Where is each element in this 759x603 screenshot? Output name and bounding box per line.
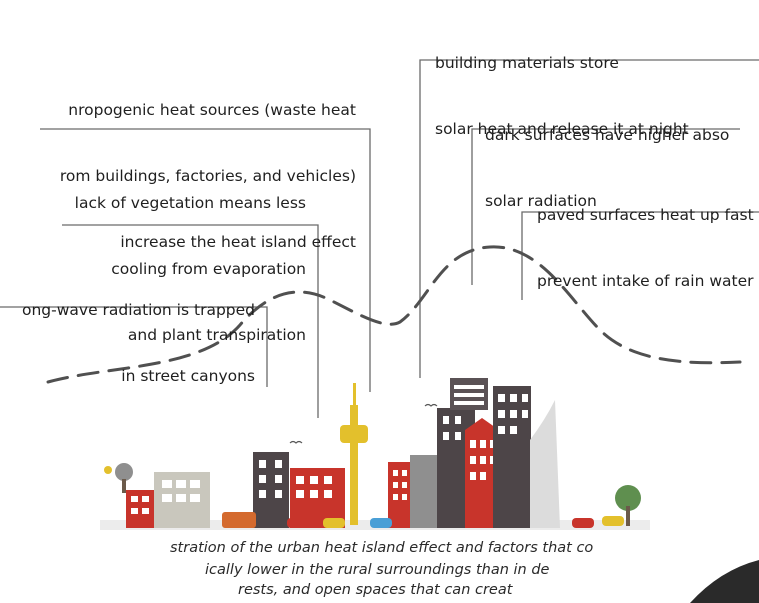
tram — [222, 512, 256, 528]
leader-line-longwave — [0, 306, 268, 387]
label-anthropogenic-line1: nropogenic heat sources (waste heat — [68, 101, 356, 119]
caption-line2: ically lower in the rural surroundings t… — [205, 562, 550, 578]
tree-left — [115, 463, 133, 481]
label-paved-line2: prevent intake of rain water — [537, 272, 754, 290]
caption-line1: stration of the urban heat island effect… — [170, 540, 594, 556]
car-1 — [287, 518, 309, 528]
bird-2 — [424, 403, 438, 407]
leader-lines — [0, 59, 759, 418]
caption-line3: rests, and open spaces that can creat — [238, 582, 513, 598]
label-materials-line2: solar heat and release it at night — [435, 120, 689, 138]
car-2 — [323, 518, 345, 528]
label-longwave-line1: ong-wave radiation is trapped — [22, 301, 255, 319]
building-red-2 — [388, 462, 412, 528]
label-vegetation-line1: lack of vegetation means less — [74, 194, 306, 212]
label-anthropogenic-line2: rom buildings, factories, and vehicles) — [59, 167, 356, 185]
label-anthropogenic: nropogenic heat sources (waste heat rom … — [40, 55, 356, 275]
label-materials: building materials store solar heat and … — [435, 8, 689, 162]
car-3 — [370, 518, 392, 528]
label-longwave: ong-wave radiation is trapped in street … — [0, 255, 255, 409]
temperature-curve — [46, 245, 742, 384]
leader-line-anthropogenic — [40, 128, 371, 392]
building-light-curved — [530, 400, 560, 528]
corner-arc — [690, 560, 759, 603]
city-illustration — [100, 378, 650, 530]
leader-line-paved — [521, 211, 759, 300]
label-vegetation-line3: and plant transpiration — [127, 326, 306, 344]
tv-tower — [350, 405, 358, 525]
leader-line-vegetation — [62, 224, 319, 418]
label-longwave-line2: in street canyons — [121, 367, 255, 385]
tree-right — [615, 485, 641, 511]
label-paved-line1: paved surfaces heat up fast — [537, 206, 754, 224]
label-dark-surfaces: dark surfaces have higher abso solar rad… — [485, 80, 730, 234]
building-dark-2 — [493, 386, 531, 528]
label-dark-surfaces-line1: dark surfaces have higher abso — [485, 126, 730, 144]
building-left-small — [126, 490, 154, 528]
label-materials-line1: building materials store — [435, 54, 619, 72]
label-vegetation: lack of vegetation means less cooling fr… — [40, 148, 306, 368]
car-5 — [602, 516, 624, 526]
label-vegetation-line2: cooling from evaporation — [111, 260, 306, 278]
leader-line-dark-surfaces — [471, 128, 740, 285]
label-paved: paved surfaces heat up fast prevent inta… — [537, 160, 759, 314]
bird-1 — [289, 440, 303, 444]
car-4 — [572, 518, 594, 528]
building-dark-1 — [253, 452, 289, 528]
leader-line-materials — [419, 59, 759, 378]
label-dark-surfaces-line2: solar radiation — [485, 192, 597, 210]
label-anthropogenic-line3: increase the heat island effect — [120, 233, 356, 251]
